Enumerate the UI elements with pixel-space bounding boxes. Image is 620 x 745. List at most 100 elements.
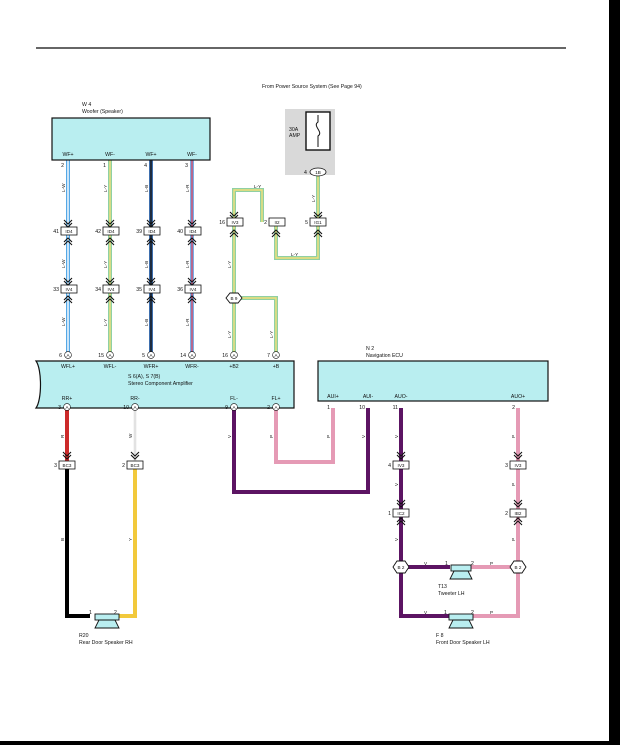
jct-conn: IV4 [149, 287, 156, 292]
ecu-name: Navigation ECU [366, 353, 403, 359]
jct-pin: 2 [505, 511, 508, 517]
conn-ig1 [309, 217, 327, 227]
rear-speaker-name: Rear Door Speaker RH [79, 640, 133, 646]
amp-terminal: WFR+ [144, 364, 159, 370]
wire-color-label: P [511, 435, 516, 438]
woofer-pin: 2 [61, 163, 64, 169]
wire-color-label: Y [128, 538, 133, 541]
wire-color-label: L-B [144, 185, 149, 192]
power-connector: 1B [309, 167, 327, 177]
fuse-rating: 30A [289, 127, 299, 133]
rear-speaker-icon [94, 613, 120, 629]
amp-pin: 14 [180, 353, 186, 359]
wire-color-label: P [326, 435, 331, 438]
woofer-pin: 3 [185, 163, 188, 169]
wire-color-label: B [60, 538, 65, 541]
amp-conn-letter: A [190, 353, 194, 358]
wire-color-label: R [60, 434, 65, 438]
amp-conn-letter: A [274, 353, 278, 358]
amp-pin: 10 [123, 405, 129, 411]
jct-pin: 2 [264, 220, 267, 226]
tweeter-name: Tweeter LH [438, 591, 465, 597]
amp-conn-letter: A [274, 405, 278, 410]
amp-conn-letter: A [133, 405, 137, 410]
wire-color-label: L-Y [291, 252, 298, 257]
wire-color-label: L-W [61, 317, 66, 326]
amp-terminal: RR+ [62, 396, 73, 402]
connector-chevrons [62, 211, 523, 526]
wire-color-label: P [269, 435, 274, 438]
lower-wire-labels: R B W Y V P P V V V V P P P V P V P [60, 433, 516, 615]
wire-color-label: L-W [61, 259, 66, 268]
jct-conn: IG1 [314, 220, 322, 225]
wire-color-label: V [394, 482, 399, 486]
splice-b2-left: B 2 [392, 560, 410, 574]
woofer-terminal: WF- [105, 152, 115, 158]
wire-color-label: V [394, 537, 399, 541]
wire-color-label: V [424, 610, 428, 615]
woofer-terminal: WF- [187, 152, 197, 158]
speaker-pin: 2 [114, 610, 117, 616]
amp-pin: 3 [58, 405, 61, 411]
power-pin: 4 [304, 170, 307, 176]
ecu-terminal: AUO+ [511, 394, 525, 400]
speaker-pin: 2 [471, 610, 474, 616]
amp-code: S 6(A), S 7(B) [128, 374, 161, 380]
wiring-diagram: From Power Source System (See Page 94) 3… [34, 47, 566, 646]
wire-color-label: L-B [144, 319, 149, 326]
amp-bottom-terminals: RR+ RR- FL- FL+ 3 A 10 A 9 A 2 A [58, 396, 280, 411]
woofer-terminal: WF+ [62, 152, 73, 158]
conn-ii2 [268, 217, 286, 227]
jct-pin: 39 [136, 229, 142, 235]
ecu-pin: 1 [327, 405, 330, 411]
woofer-wire-columns: L-W L-W L-W 41 ID4 33 IV4 L-Y L-Y L-Y 42… [53, 183, 202, 326]
amp-terminal: WFL+ [61, 364, 75, 370]
jct-conn: IC2 [397, 511, 405, 516]
wire-color-label: P [511, 538, 516, 541]
ecu-terminal: AUO- [395, 394, 408, 400]
amp-pin: 7 [267, 353, 270, 359]
jct-conn: ID4 [107, 229, 115, 234]
amp-conn-letter: A [149, 353, 153, 358]
wire-color-label: L-B [144, 261, 149, 268]
jct-pin: 3 [505, 463, 508, 469]
amp-terminal: RR- [130, 396, 139, 402]
amp-conn-letter: A [66, 353, 70, 358]
woofer-terminal: WF+ [145, 152, 156, 158]
jct-pin: 40 [177, 229, 183, 235]
jct-conn: IV3 [398, 463, 405, 468]
amp-conn-letter: A [65, 405, 69, 410]
amp-terminal: WFR- [185, 364, 199, 370]
wire-color-label: L-R [185, 260, 190, 268]
amp-pin: 5 [142, 353, 145, 359]
wire-rr-plus-b [65, 468, 90, 618]
jct-pin: 35 [136, 287, 142, 293]
conn-iv3 [226, 217, 244, 227]
ecu-code: N 2 [366, 346, 374, 352]
tweeter-icon [449, 564, 473, 580]
ecu-pin: 2 [512, 405, 515, 411]
amp-top-pins: 6 A 15 A 5 A 14 A 16 A 7 A [59, 351, 280, 359]
ecu-pin: 10 [359, 405, 365, 411]
wire-color-label: L-Y [269, 331, 274, 338]
jct-pin: 2 [122, 463, 125, 469]
amp-terminal: +B2 [229, 364, 238, 370]
jct-conn: BC3 [131, 463, 140, 468]
wire-color-label: L-R [185, 184, 190, 192]
amp-pin: 16 [222, 353, 228, 359]
lower-connectors: 3 BC3 2 BC3 4 IV3 3 IV3 1 IC2 2 IB2 [54, 460, 527, 518]
jct-conn: IV3 [232, 220, 239, 225]
woofer-pin: 1 [103, 163, 106, 169]
jct-pin: 34 [95, 287, 101, 293]
wire-color-label: L-Y [254, 184, 261, 189]
amp-terminal: +B [273, 364, 280, 370]
wire-color-label: V [424, 561, 428, 566]
jct-pin: 36 [177, 287, 183, 293]
diagram-sheet: From Power Source System (See Page 94) 3… [0, 0, 609, 741]
wire-color-label: L-W [61, 183, 66, 192]
jct-conn: IV4 [190, 287, 197, 292]
amp-top-labels: WFL+ WFL- WFR+ WFR- +B2 +B [61, 364, 280, 370]
amp-conn-letter: A [232, 405, 236, 410]
amp-terminal: FL+ [271, 396, 280, 402]
jct-pin: 4 [388, 463, 391, 469]
